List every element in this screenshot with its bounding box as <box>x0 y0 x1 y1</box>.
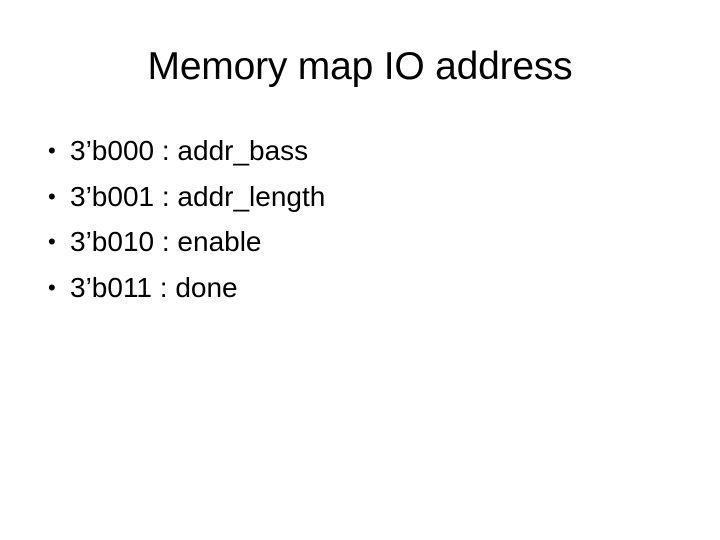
list-item-label: 3’b011 : done <box>70 271 238 303</box>
list-item[interactable]: • 3’b000 : addr_bass <box>40 131 680 177</box>
list-item-label: 3’b010 : enable <box>70 226 262 257</box>
bullet-dot-icon: • <box>48 138 56 163</box>
bullet-dot-icon: • <box>48 183 56 209</box>
list-item[interactable]: • 3’b011 : done <box>40 268 680 314</box>
page-title: Memory map IO address <box>147 45 573 88</box>
bullet-dot-icon: • <box>48 229 56 254</box>
bullet-list: • 3’b000 : addr_bass • 3’b001 : addr_len… <box>40 131 680 313</box>
list-item-label: 3’b000 : addr_bass <box>70 135 309 166</box>
list-item-label: 3’b001 : addr_length <box>70 180 326 212</box>
list-item[interactable]: • 3’b001 : addr_length <box>40 177 680 223</box>
list-item[interactable]: • 3’b010 : enable <box>40 222 680 268</box>
bullet-dot-icon: • <box>48 274 56 300</box>
